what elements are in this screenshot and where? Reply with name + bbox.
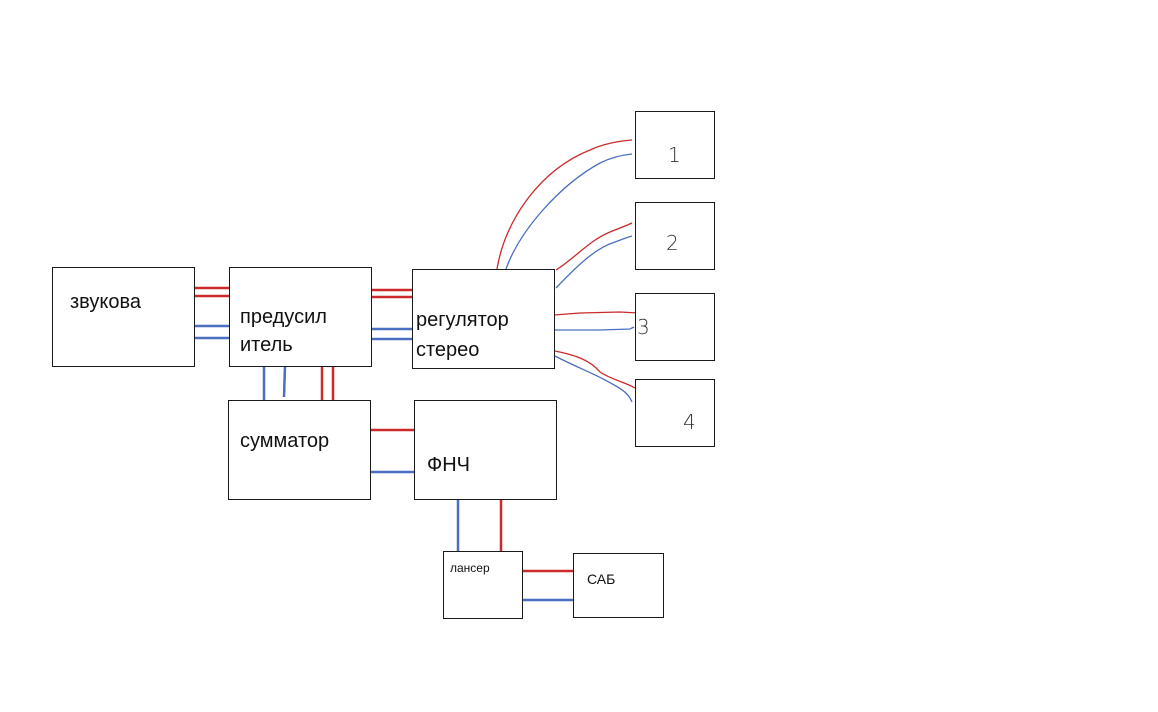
preamp-label-line2: итель <box>240 334 293 356</box>
preamp-label-line1: предусил <box>240 306 327 328</box>
sound-card-block <box>52 267 195 367</box>
summator-label: сумматор <box>240 430 330 452</box>
stereo-control-label-line2: стерео <box>416 339 480 361</box>
speaker-4-block <box>635 379 715 447</box>
wire-red <box>496 139 633 270</box>
wire-blue <box>554 326 635 331</box>
speaker-3-block <box>635 293 715 361</box>
preamp-block <box>229 267 372 367</box>
speaker-4-label: 4 <box>683 410 696 434</box>
speaker-2-block <box>635 202 715 270</box>
sub-label: САБ <box>587 571 616 587</box>
sound-card-label: звукова <box>70 291 141 313</box>
wire-red <box>554 350 636 389</box>
wire-blue <box>505 153 633 270</box>
summator-block <box>228 400 371 500</box>
wire-red <box>555 222 633 271</box>
wire-red <box>553 311 639 316</box>
speaker-3-label: 3 <box>637 315 650 339</box>
lanzer-block <box>443 551 523 619</box>
wire-blue <box>554 355 633 403</box>
sub-block <box>573 553 664 618</box>
lanzer-label: лансер <box>450 561 490 575</box>
speaker-1-block <box>635 111 715 179</box>
stereo-control-block <box>412 269 555 369</box>
lpf-label: ФНЧ <box>427 454 470 476</box>
wire-blue <box>555 235 633 289</box>
lpf-block <box>414 400 557 500</box>
speaker-1-label: 1 <box>668 143 681 167</box>
speaker-2-label: 2 <box>666 231 679 255</box>
stereo-control-label-line1: регулятор <box>416 309 509 331</box>
wire-blue <box>282 365 287 398</box>
